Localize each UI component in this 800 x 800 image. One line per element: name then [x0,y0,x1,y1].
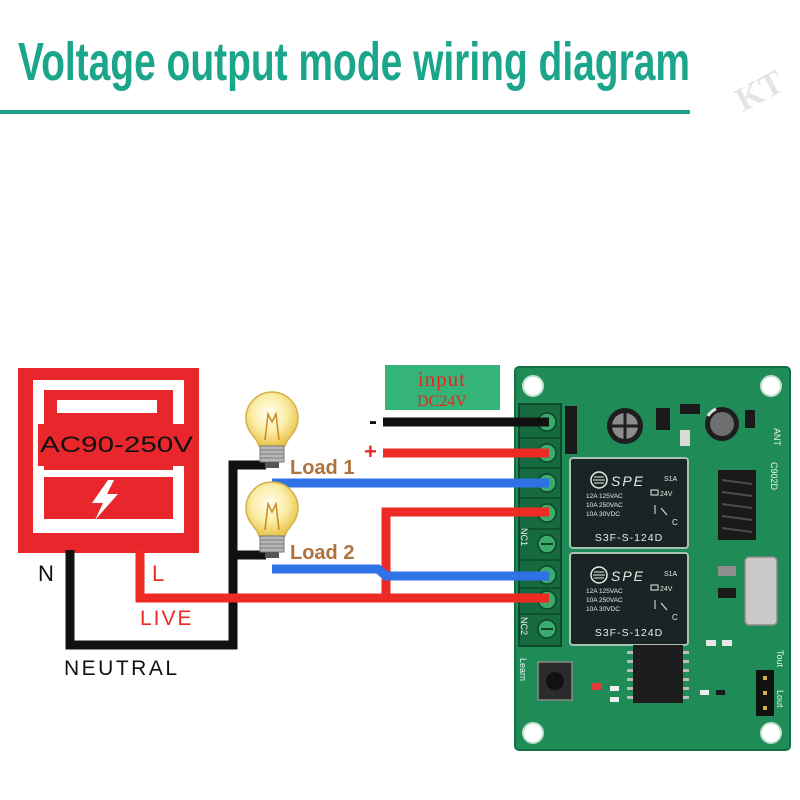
relay-body [569,552,689,646]
smd-part [722,640,732,646]
smd-part [706,640,716,646]
learn-label: Learn [518,658,528,681]
output-header-pins [756,670,774,716]
dc-input-label-line2: DC24V [417,393,467,410]
relay-board: NC1 NC2 ANT [514,366,791,751]
switch-symbol-icon [654,600,668,611]
neutral-terminal-label: N [38,561,54,586]
relay-coil: 24V [660,491,673,498]
relay-rating: 10A 30VDC [586,606,620,613]
load-2-wire [272,564,549,581]
load-1-label: Load 1 [290,457,354,479]
live-wire-label: LIVE [140,607,194,630]
dc-input-label-box: input DC24V [385,365,500,410]
smd-part [656,408,670,430]
antenna-label: ANT [772,428,782,447]
mounting-hole [760,375,782,397]
relay-rating: 12A 125VAC [586,493,623,500]
crystal [744,556,778,626]
voltage-label: AC90-250V [40,432,193,457]
relay-model: S3F-S-124D [595,532,663,544]
neutral-wire-label: NEUTRAL [64,657,180,680]
capacitor-icon [607,408,643,444]
terminal-label-nc2: NC2 [519,617,529,635]
relay-rating: 12A 125VAC [586,588,623,595]
light-bulb-icon [245,481,299,558]
relay-coil: 24V [660,586,673,593]
switch-symbol-icon [654,505,668,516]
live-wire [135,550,549,603]
mounting-hole [522,375,544,397]
dc-negative-label: - [369,408,377,435]
output-pin-label-lout: Lout [775,690,785,708]
smd-part [718,588,736,598]
coil-symbol-icon [650,489,659,496]
smd-part [718,566,736,576]
smd-part [680,404,700,414]
diode [565,406,577,454]
neutral-wire [65,460,266,650]
load-2-label: Load 2 [290,542,354,564]
smd-part [716,690,725,695]
smd-part [745,410,755,428]
spe-logo-icon [590,471,608,489]
relay-model: S3F-S-124D [595,627,663,639]
relay-2: SPE S1A 12A 125VAC 10A 250VAC 10A 30VDC … [569,552,689,646]
inductor-coil [718,470,756,540]
smd-part [700,690,709,695]
lightning-bolt-icon [92,480,118,520]
relay-rating: 10A 250VAC [586,502,623,509]
mounting-hole [760,722,782,744]
live-terminal-label: L [152,561,164,586]
dc-input-label-line1: input [418,367,466,391]
coil-symbol-icon [650,584,659,591]
smd-part [610,697,619,702]
terminal-block: NC1 NC2 [518,403,562,647]
relay-contact: C [672,613,678,622]
dc-positive-label: + [364,439,377,464]
learn-button [537,661,573,701]
relay-brand: SPE [611,473,645,489]
power-source-box: AC90-250V [18,368,199,553]
terminal-label-nc1: NC1 [519,528,529,546]
relay-brand: SPE [611,568,645,584]
smd-part [610,686,619,691]
relay-rating: 10A 250VAC [586,597,623,604]
spe-logo-icon [590,566,608,584]
watermark: KT [729,63,790,119]
relay-contact: C [672,518,678,527]
relay-type: S1A [664,476,678,483]
capacitor-icon [705,407,739,441]
receiver-label: C902D [769,462,779,491]
meter-display-bar [57,400,157,413]
light-bulb-icon [245,391,299,468]
relay-rating: 10A 30VDC [586,511,620,518]
smd-part [680,430,690,446]
ic-chip [627,645,689,703]
mounting-hole [522,722,544,744]
title-underline [0,110,690,114]
output-pin-label-tout: Tout [775,650,785,668]
relay-type: S1A [664,571,678,578]
diagram-title: Voltage output mode wiring diagram [18,32,690,92]
relay-1: SPE S1A 12A 125VAC 10A 250VAC 10A 30VDC … [569,457,689,549]
status-led [592,683,602,690]
